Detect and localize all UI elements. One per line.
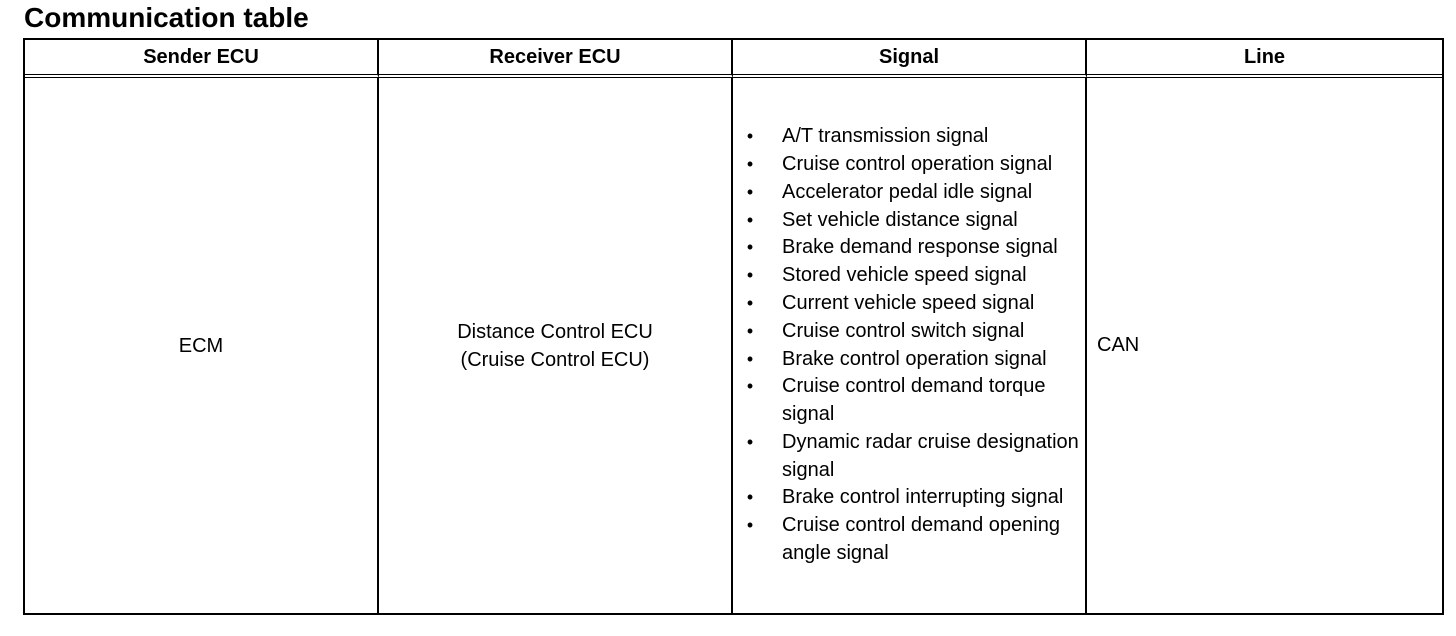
list-item: • Cruise control operation signal	[733, 151, 1085, 179]
line-cell: CAN	[1087, 78, 1442, 613]
signal-label: Brake control operation signal	[782, 347, 1047, 370]
header-sender-ecu: Sender ECU	[25, 40, 379, 78]
header-line: Line	[1087, 40, 1442, 78]
sender-ecu-cell: ECM	[25, 78, 379, 613]
signal-label: A/T transmission signal	[782, 125, 989, 148]
bullet-icon: •	[746, 431, 754, 452]
list-item: • Accelerator pedal idle signal	[733, 179, 1085, 207]
sender-ecu-value: ECM	[178, 334, 224, 357]
signal-label: Current vehicle speed signal	[782, 291, 1035, 314]
signal-list: • A/T transmission signal • Cruise control …	[733, 120, 1085, 571]
signal-cell: • A/T transmission signal • Cruise control …	[733, 78, 1087, 613]
line-value: CAN	[1097, 334, 1140, 356]
signal-label: Accelerator pedal idle signal	[782, 180, 1033, 203]
receiver-ecu-cell: Distance Control ECU (Cruise Control ECU…	[379, 78, 733, 613]
signal-label: Brake demand response signal	[782, 236, 1058, 259]
list-item: • Set vehicle distance signal	[733, 207, 1085, 235]
communication-table: Sender ECU Receiver ECU Signal Line ECM …	[23, 38, 1444, 615]
bullet-icon: •	[746, 181, 754, 202]
bullet-icon: •	[746, 292, 754, 313]
list-item: • Stored vehicle speed signal	[733, 262, 1085, 290]
list-item: • A/T transmission signal	[733, 123, 1085, 151]
bullet-icon: •	[746, 320, 754, 341]
header-receiver-ecu: Receiver ECU	[379, 40, 733, 78]
list-item: • Cruise control demand opening angle sig…	[733, 512, 1085, 568]
list-item: • Brake control operation signal	[733, 346, 1085, 374]
signal-label: Cruise control switch signal	[782, 319, 1025, 342]
signal-label: Set vehicle distance signal	[782, 208, 1018, 231]
table-row: ECM Distance Control ECU (Cruise Control…	[25, 78, 1442, 613]
signal-label: Brake control interrupting signal	[782, 486, 1064, 509]
signal-label: Stored vehicle speed signal	[782, 264, 1027, 287]
list-item: • Cruise control switch signal	[733, 318, 1085, 346]
bullet-icon: •	[746, 487, 754, 508]
signal-label: Dynamic radar cruise designation signal	[782, 430, 1079, 481]
list-item: • Dynamic radar cruise designation signal	[733, 429, 1085, 485]
list-item: • Cruise control demand torque signal	[733, 373, 1085, 429]
bullet-icon: •	[746, 265, 754, 286]
list-item: • Brake control interrupting signal	[733, 484, 1085, 512]
bullet-icon: •	[746, 376, 754, 397]
table-header-row: Sender ECU Receiver ECU Signal Line	[25, 40, 1442, 78]
signal-label: Cruise control demand torque signal	[782, 375, 1046, 426]
signal-label: Cruise control operation signal	[782, 152, 1053, 175]
bullet-icon: •	[746, 237, 754, 258]
receiver-ecu-line-2: (Cruise Control ECU)	[460, 348, 650, 371]
bullet-icon: •	[746, 515, 754, 536]
bullet-icon: •	[746, 126, 754, 147]
list-item: • Current vehicle speed signal	[733, 290, 1085, 318]
header-signal: Signal	[733, 40, 1087, 78]
bullet-icon: •	[746, 153, 754, 174]
bullet-icon: •	[746, 209, 754, 230]
bullet-icon: •	[746, 348, 754, 369]
list-item: • Brake demand response signal	[733, 234, 1085, 262]
receiver-ecu-line-1: Distance Control ECU	[457, 320, 653, 343]
page-title: Communication table	[24, 2, 309, 33]
signal-label: Cruise control demand opening angle sign…	[782, 514, 1060, 565]
